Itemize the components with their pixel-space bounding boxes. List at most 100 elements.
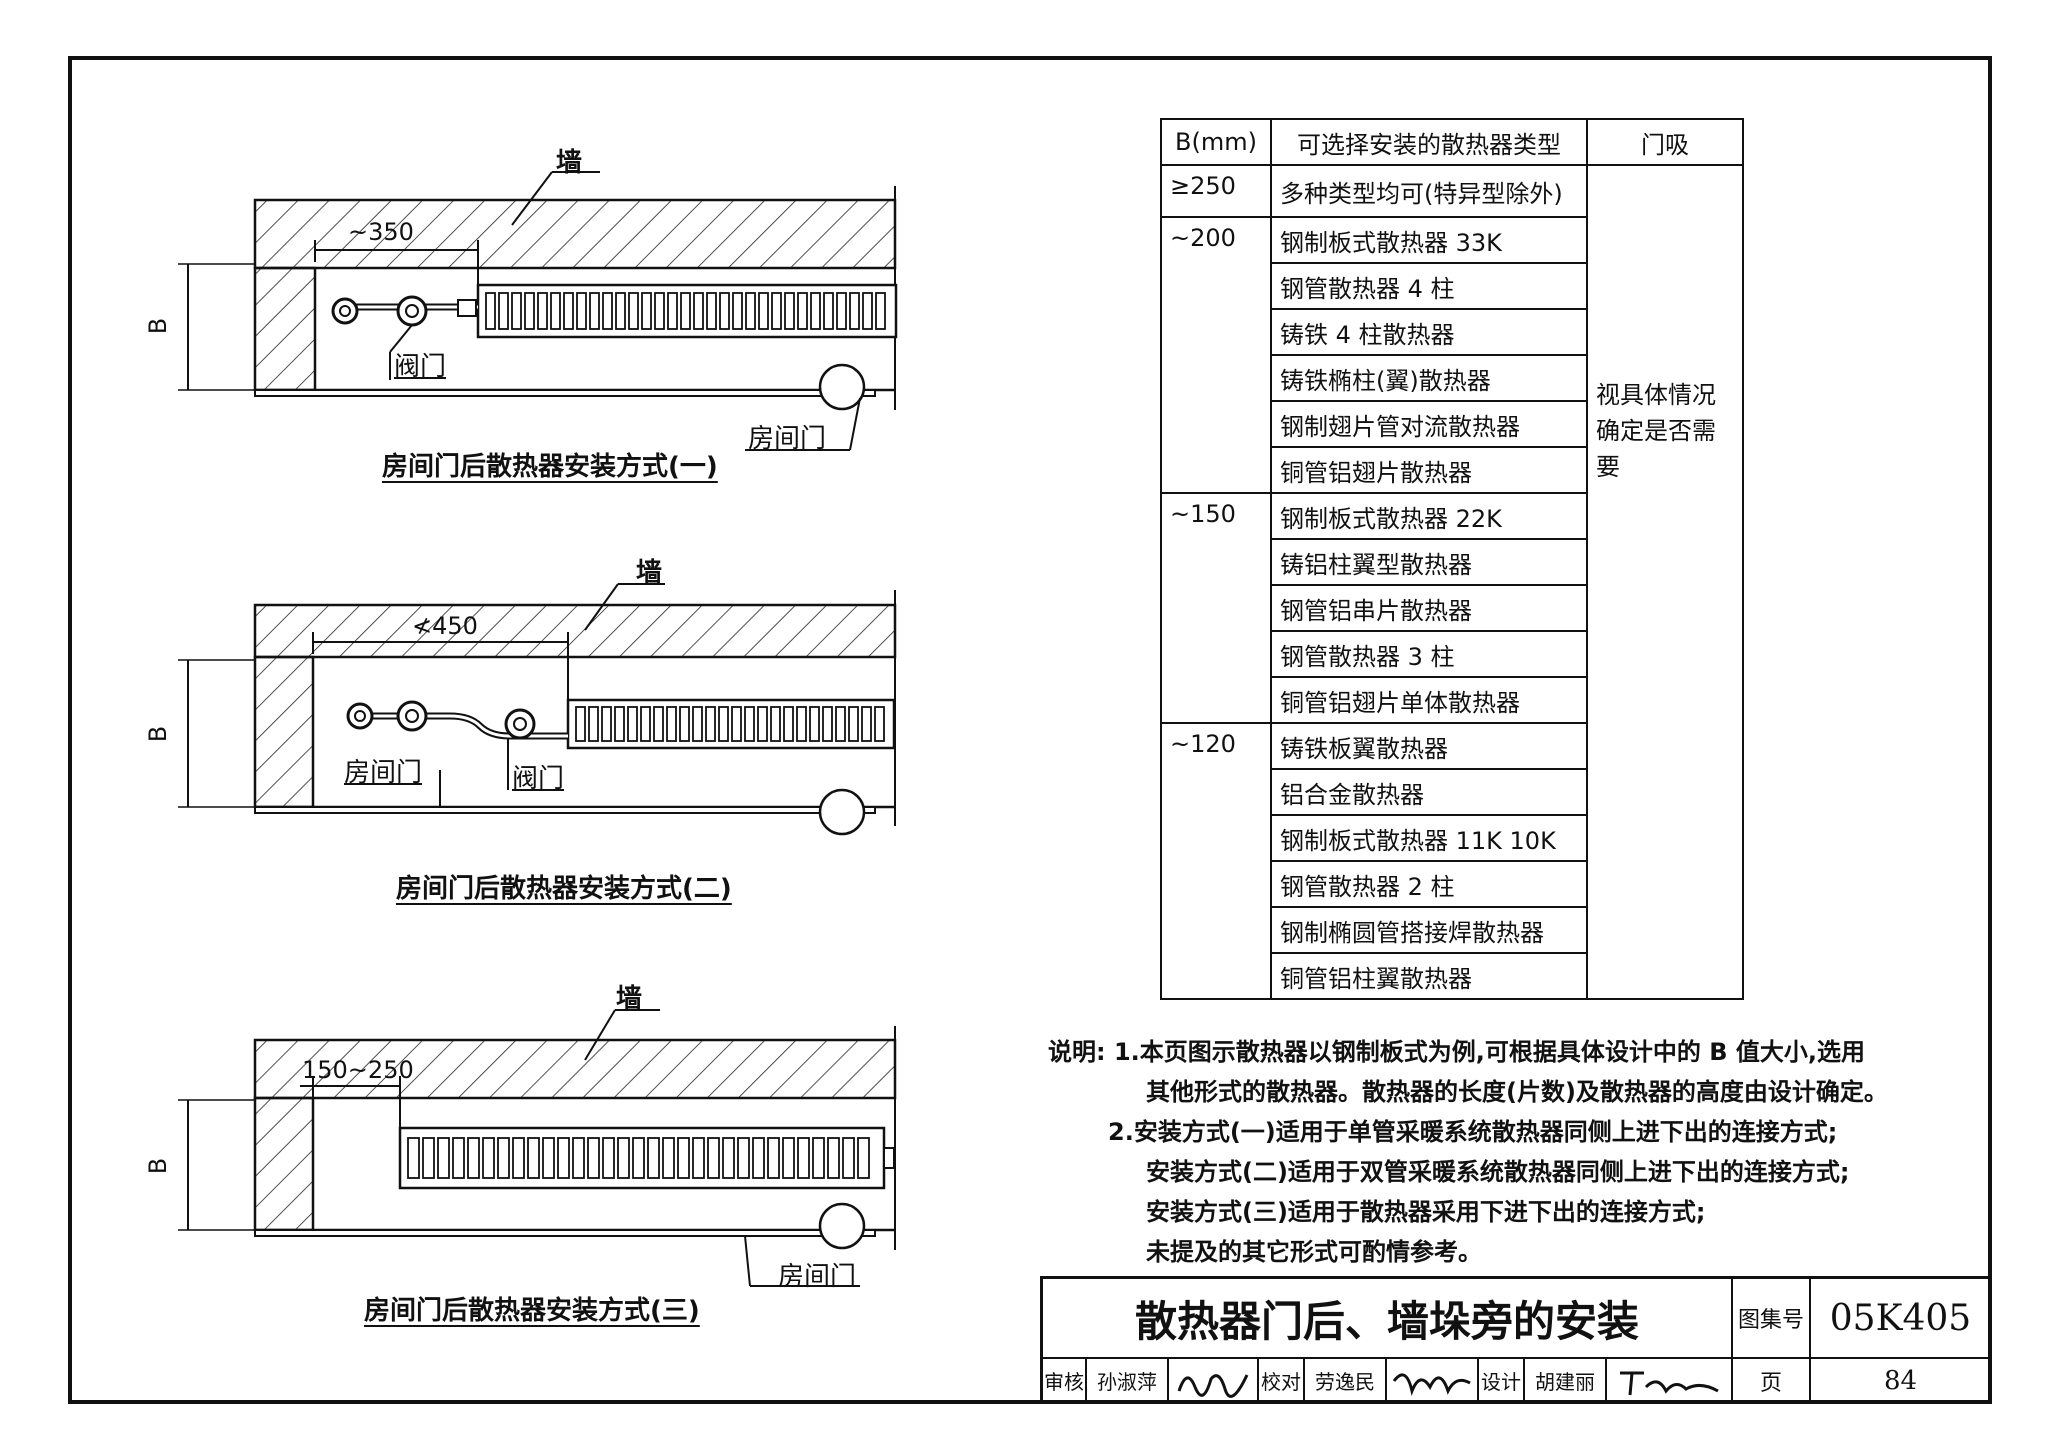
radiator-type-cell: 钢管散热器 3 柱 xyxy=(1270,630,1588,678)
radiator-type-cell: 钢制椭圆管搭接焊散热器 xyxy=(1270,906,1588,954)
radiator-fin xyxy=(752,1137,765,1179)
note-line: 安装方式(二)适用于双管采暖系统散热器同侧上进下出的连接方式; xyxy=(1146,1158,1850,1186)
b-label-3: B xyxy=(144,1157,173,1175)
b-value-cell: ≥250 xyxy=(1160,164,1272,218)
note-line: 安装方式(三)适用于散热器采用下进下出的连接方式; xyxy=(1146,1198,1706,1226)
b-label-1: B xyxy=(144,317,173,335)
wall-pier-3 xyxy=(253,1096,315,1232)
radiator-fin xyxy=(706,292,717,330)
radiator-fin xyxy=(810,292,821,330)
radiator-type-cell: 铜管铝翅片散热器 xyxy=(1270,446,1588,494)
radiator-fin xyxy=(796,706,807,742)
door-3 xyxy=(254,1229,876,1237)
radiator-fin xyxy=(857,1137,870,1179)
radiator-fin xyxy=(679,706,690,742)
table-row: 铸铁 4 柱散热器 xyxy=(1161,308,1743,356)
design-label: 设计 xyxy=(1479,1359,1525,1404)
col-header-types: 可选择安装的散热器类型 xyxy=(1270,118,1588,166)
radiator-fin xyxy=(537,292,548,330)
radiator-fin xyxy=(667,292,678,330)
table-row: 铜管铝翅片散热器 xyxy=(1161,446,1743,494)
atlas-number: 05K405 xyxy=(1811,1279,1992,1359)
table-row: 铜管铝柱翼散热器 xyxy=(1161,952,1743,1000)
note-line: 1.本页图示散热器以钢制板式为例,可根据具体设计中的 B 值大小,选用 xyxy=(1113,1038,1866,1066)
wall-pier-2 xyxy=(253,655,315,809)
door-label-3: 房间门 xyxy=(778,1262,857,1292)
radiator-type-cell: 钢管散热器 4 柱 xyxy=(1270,262,1588,310)
drawing-title: 散热器门后、墙垛旁的安装 xyxy=(1043,1279,1733,1359)
radiator-fin xyxy=(680,292,691,330)
radiator-type-cell: 铸铁板翼散热器 xyxy=(1270,722,1588,770)
radiator-fin xyxy=(705,706,716,742)
radiator-type-cell: 铸铁椭柱(翼)散热器 xyxy=(1270,354,1588,402)
b-value-cell: ~120 xyxy=(1160,722,1272,1000)
radiator-fin xyxy=(767,1137,780,1179)
table-row: 钢管散热器 2 柱 xyxy=(1161,860,1743,908)
radiator-fin xyxy=(557,1137,570,1179)
radiator-fin xyxy=(836,292,847,330)
radiator-fin xyxy=(722,1137,735,1179)
caption-1: 房间门后散热器安装方式(一) xyxy=(382,452,718,482)
col-header-b: B(mm) xyxy=(1160,118,1272,166)
table-header-row: B(mm) 可选择安装的散热器类型 门吸 xyxy=(1160,118,1744,166)
radiator-fin xyxy=(550,292,561,330)
wall-pier-1 xyxy=(253,266,317,392)
radiator-fin xyxy=(511,292,522,330)
radiator-type-cell: 铝合金散热器 xyxy=(1270,768,1588,816)
radiator-fin xyxy=(602,1137,615,1179)
radiator-type-cell: 铜管铝翅片单体散热器 xyxy=(1270,676,1588,724)
radiator-fin xyxy=(588,706,599,742)
radiator-fin xyxy=(653,706,664,742)
radiator-type-cell: 钢制板式散热器 22K xyxy=(1270,492,1588,540)
radiator-fin xyxy=(587,1137,600,1179)
radiator-fin xyxy=(812,1137,825,1179)
radiator-fin xyxy=(407,1137,420,1179)
radiator-fin xyxy=(482,1137,495,1179)
radiator-fin xyxy=(563,292,574,330)
note-line: 2.安装方式(一)适用于单管采暖系统散热器同侧上进下出的连接方式; xyxy=(1108,1118,1838,1146)
radiator-fin xyxy=(601,706,612,742)
radiator-fin xyxy=(783,706,794,742)
table-row: 钢制翅片管对流散热器 xyxy=(1161,400,1743,448)
radiator-type-cell: 多种类型均可(特异型除外) xyxy=(1270,164,1588,218)
radiator-fin xyxy=(422,1137,435,1179)
door-stop-cell-empty xyxy=(1586,164,1744,217)
radiator-fin xyxy=(615,292,626,330)
dimension-label-3: 150~250 xyxy=(302,1056,414,1084)
radiator-type-cell: 铸铁 4 柱散热器 xyxy=(1270,308,1588,356)
radiator-fin xyxy=(437,1137,450,1179)
drawing-frame xyxy=(68,56,1992,1404)
radiator-fin xyxy=(589,292,600,330)
radiator-fin xyxy=(823,292,834,330)
designer-name: 胡建丽 xyxy=(1525,1359,1607,1404)
diagram-2 xyxy=(178,583,897,836)
radiator-fin xyxy=(782,1137,795,1179)
radiator-fin xyxy=(467,1137,480,1179)
wall-label-2: 墙 xyxy=(636,558,663,588)
table-row: 钢制板式散热器 11K 10K xyxy=(1161,814,1743,862)
b-value-cell: ~150 xyxy=(1160,492,1272,724)
col-header-door: 门吸 xyxy=(1586,118,1744,166)
radiator-type-cell: 钢制板式散热器 33K xyxy=(1270,216,1588,264)
radiator-fin xyxy=(862,292,873,330)
radiator-type-cell: 钢管散热器 2 柱 xyxy=(1270,860,1588,908)
radiator-fin xyxy=(666,706,677,742)
radiator-fin xyxy=(628,292,639,330)
note-line: 未提及的其它形式可酌情参考。 xyxy=(1146,1238,1482,1266)
table-row: 钢管散热器 3 柱 xyxy=(1161,630,1743,678)
radiator-fin xyxy=(822,706,833,742)
wall-top-2 xyxy=(253,603,897,659)
door-2 xyxy=(254,806,876,814)
radiator-fin xyxy=(662,1137,675,1179)
table-row: 钢制椭圆管搭接焊散热器 xyxy=(1161,906,1743,954)
radiator-fin xyxy=(744,706,755,742)
radiator-fin xyxy=(842,1137,855,1179)
check-label: 校对 xyxy=(1259,1359,1305,1404)
radiator-fin xyxy=(719,292,730,330)
radiator-type-cell: 钢制板式散热器 11K 10K xyxy=(1270,814,1588,862)
